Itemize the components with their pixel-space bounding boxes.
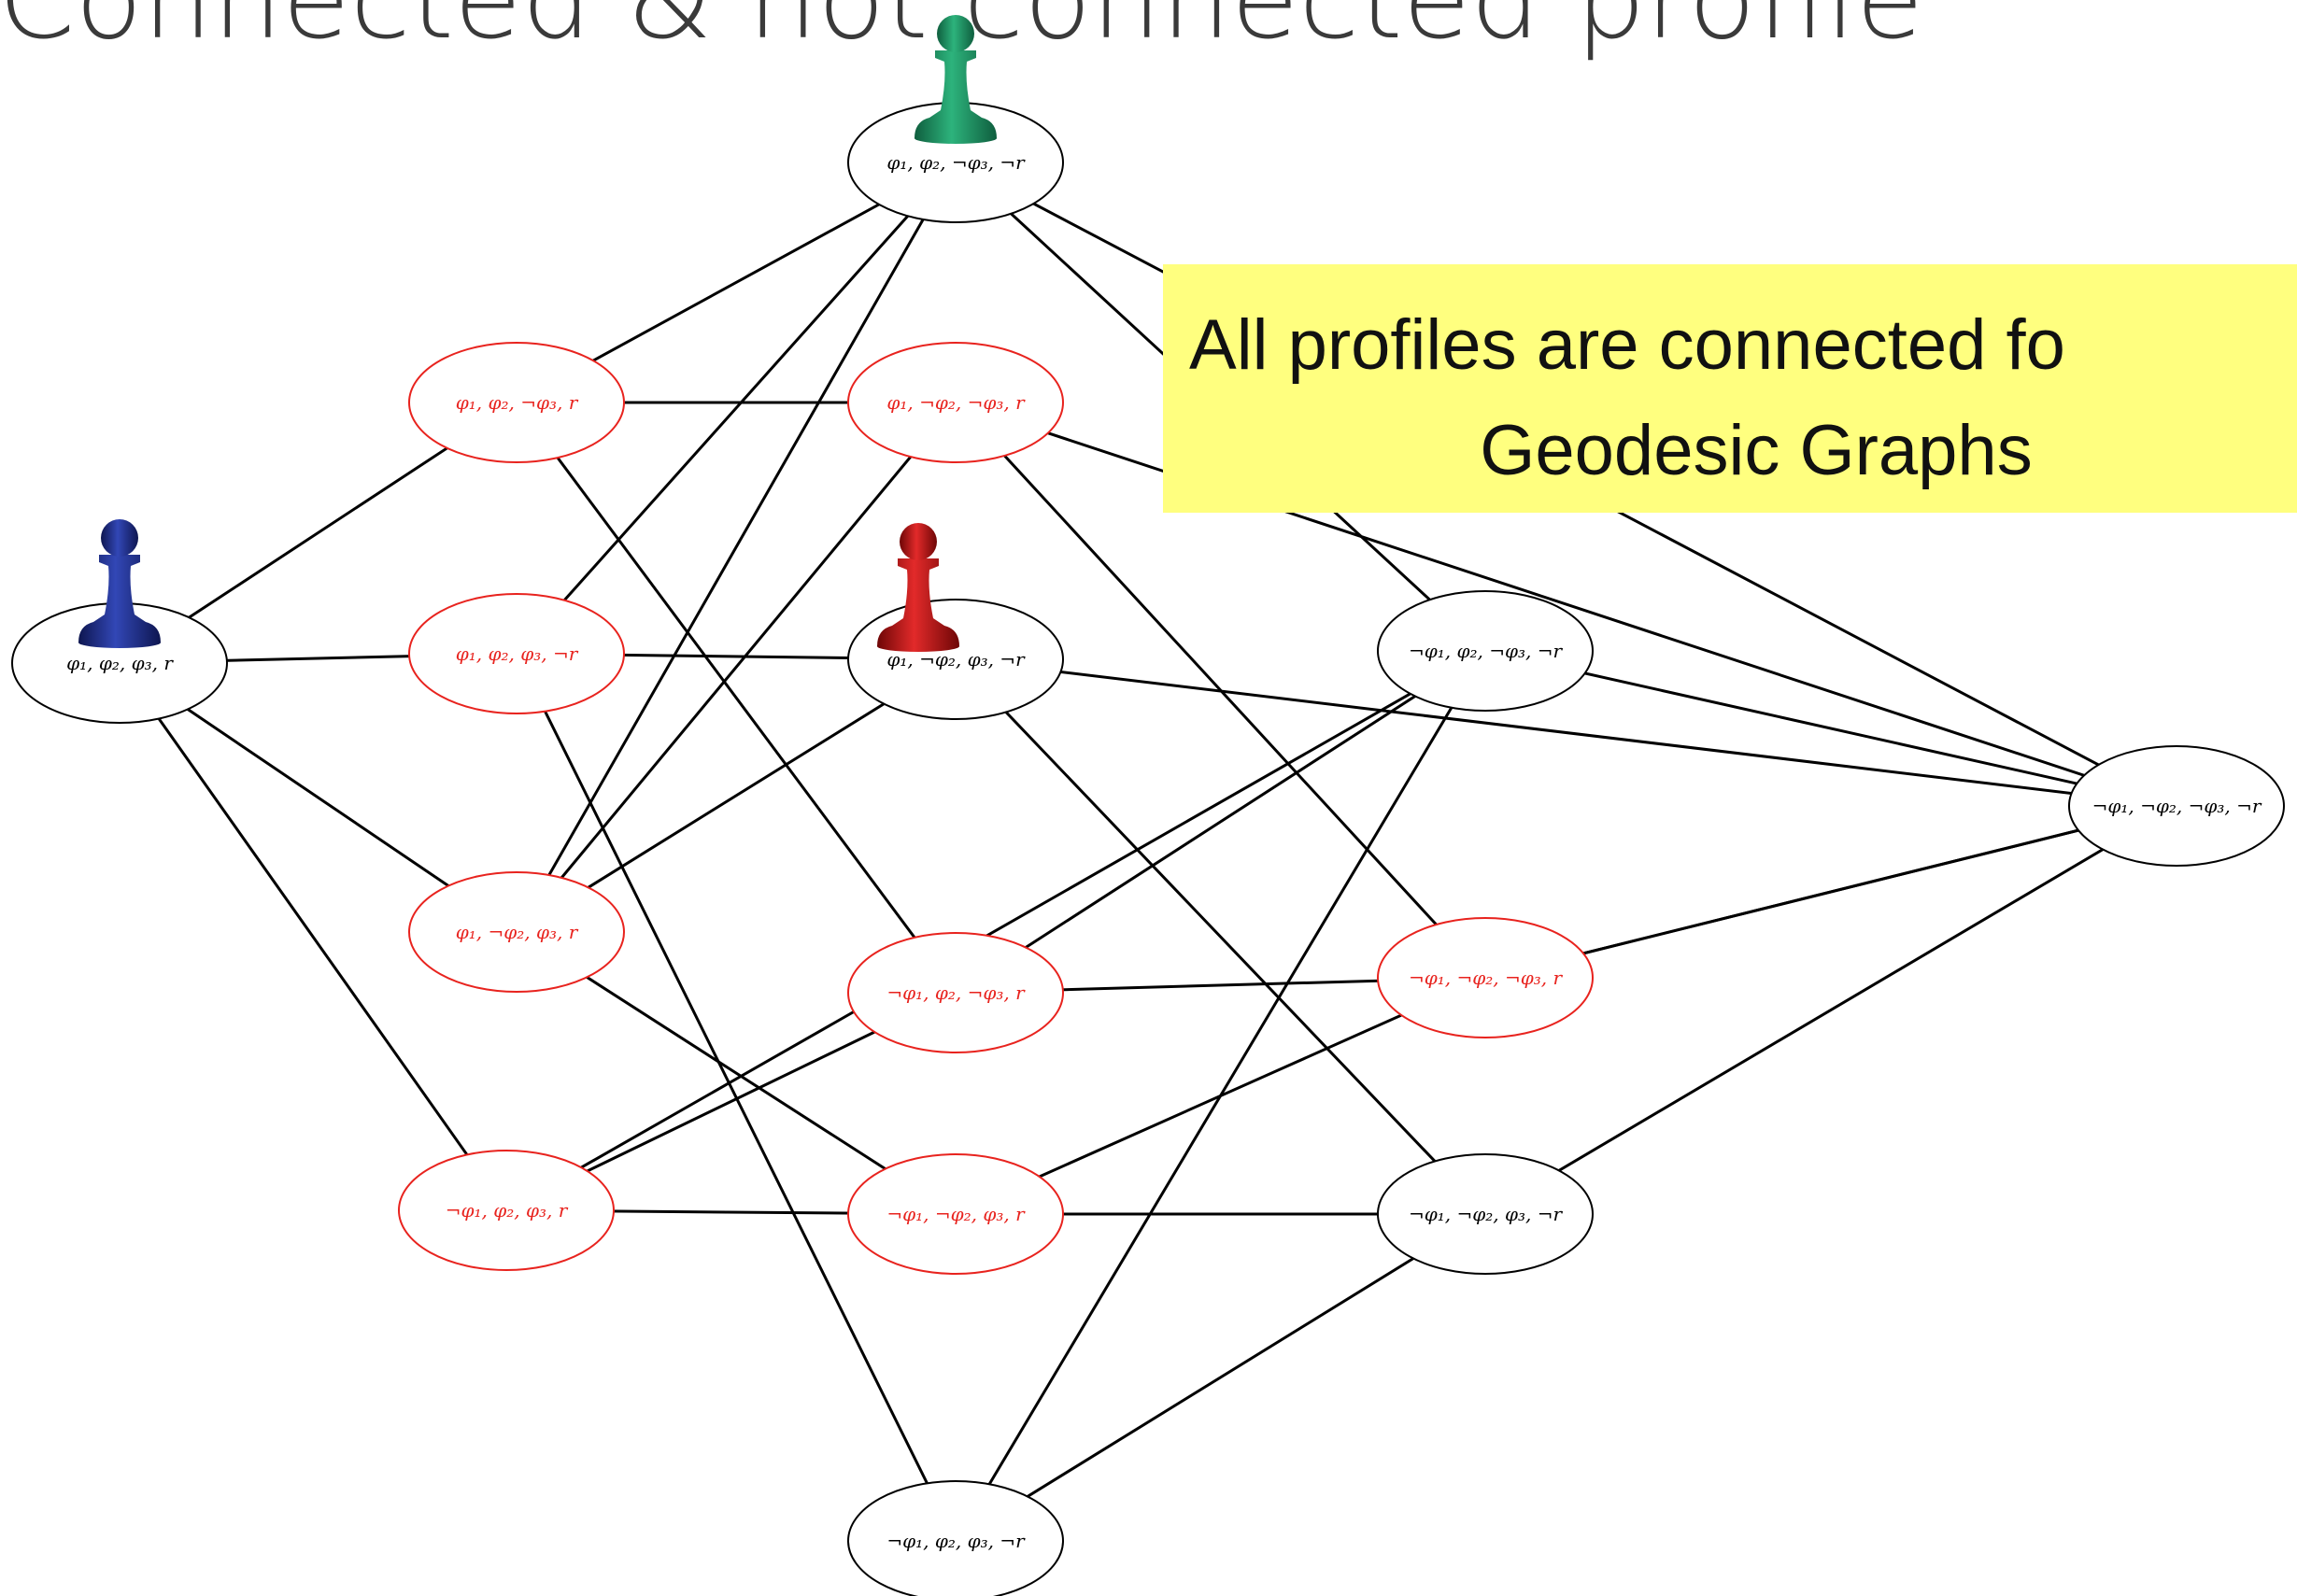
edge-n6-n9 (516, 657, 957, 934)
profile-node-n15: ¬φ₁, φ₂, φ₃, ¬r (847, 1480, 1064, 1596)
profile-node-n7: ¬φ₁, φ₂, ¬φ₃, ¬r (1377, 590, 1594, 712)
callout-line-2: Geodesic Graphs (1480, 411, 2032, 490)
profile-node-n10: ¬φ₁, φ₂, ¬φ₃, r (847, 932, 1064, 1053)
callout-line-1: All profiles are connected fo (1189, 305, 2065, 385)
profile-node-label: φ₁, φ₂, ¬φ₃, ¬r (886, 151, 1026, 174)
edge-n7-n8 (1484, 649, 2177, 808)
profile-node-label: ¬φ₁, ¬φ₂, φ₃, r (886, 1203, 1026, 1225)
profile-node-ellipse (398, 1150, 615, 1271)
profile-node-ellipse (1377, 590, 1594, 712)
edge-n4-n12 (118, 662, 508, 1211)
edge-n14-n15 (955, 1212, 1486, 1543)
edge-n5-n15 (515, 653, 957, 1542)
edge-n13-n11 (955, 976, 1486, 1216)
callout-background (1163, 264, 2297, 513)
edge-n3-n9 (515, 402, 957, 933)
edge-n5-n1 (515, 162, 957, 655)
profile-node-label: φ₁, φ₂, φ₃, r (66, 652, 174, 674)
green-pawn-icon (915, 15, 997, 144)
edge-n10-n7 (955, 649, 1486, 995)
profile-node-ellipse (408, 593, 625, 714)
profile-node-label: ¬φ₁, ¬φ₂, φ₃, ¬r (1409, 1203, 1563, 1225)
node-layer: φ₁, φ₂, ¬φ₃, ¬r φ₁, φ₂, ¬φ₃, r φ₁, ¬φ₂, ¬φ… (11, 102, 2285, 1596)
edge-n9-n13 (516, 930, 957, 1216)
profile-node-ellipse (1377, 917, 1594, 1038)
profile-node-n14: ¬φ₁, ¬φ₂, φ₃, ¬r (1377, 1153, 1594, 1275)
red-pawn-icon (877, 523, 959, 652)
edge-n6-n8 (955, 657, 2177, 808)
profile-node-label: φ₁, φ₂, φ₃, ¬r (456, 643, 579, 665)
profile-node-n8: ¬φ₁, ¬φ₂, ¬φ₃, ¬r (2068, 745, 2285, 867)
profile-node-n5: φ₁, φ₂, φ₃, ¬r (408, 593, 625, 714)
profile-node-n3: φ₁, ¬φ₂, ¬φ₃, r (847, 342, 1064, 463)
profile-node-ellipse (847, 1153, 1064, 1275)
callout-box: All profiles are connected fo Geodesic G… (1163, 264, 2297, 513)
profile-node-n11: ¬φ₁, ¬φ₂, ¬φ₃, r (1377, 917, 1594, 1038)
edge-n2-n10 (515, 402, 957, 994)
profile-node-label: φ₁, ¬φ₂, ¬φ₃, r (886, 391, 1026, 414)
profile-node-n9: φ₁, ¬φ₂, φ₃, r (408, 871, 625, 993)
profile-node-label: ¬φ₁, φ₂, φ₃, r (446, 1199, 569, 1222)
profile-node-label: ¬φ₁, φ₂, ¬φ₃, r (886, 982, 1026, 1004)
profile-node-ellipse (847, 342, 1064, 463)
profile-node-n1: φ₁, φ₂, ¬φ₃, ¬r (847, 102, 1064, 223)
profile-node-label: ¬φ₁, φ₂, φ₃, ¬r (886, 1530, 1026, 1552)
profile-node-ellipse (408, 871, 625, 993)
profile-node-label: ¬φ₁, ¬φ₂, ¬φ₃, r (1409, 967, 1563, 989)
profile-node-label: φ₁, φ₂, ¬φ₃, r (456, 391, 579, 414)
profile-node-ellipse (1377, 1153, 1594, 1275)
profile-node-ellipse (847, 1480, 1064, 1596)
profile-node-n13: ¬φ₁, ¬φ₂, φ₃, r (847, 1153, 1064, 1275)
edge-n1-n9 (515, 162, 957, 933)
profile-node-label: ¬φ₁, φ₂, ¬φ₃, ¬r (1409, 640, 1563, 662)
profile-node-n4: φ₁, φ₂, φ₃, r (11, 602, 228, 724)
profile-node-label: φ₁, ¬φ₂, φ₃, r (456, 921, 579, 943)
profile-node-ellipse (2068, 745, 2285, 867)
profile-node-ellipse (408, 342, 625, 463)
edge-n7-n12 (505, 649, 1486, 1212)
profile-node-label: φ₁, ¬φ₂, φ₃, ¬r (886, 648, 1026, 671)
profile-node-n6: φ₁, ¬φ₂, φ₃, ¬r (847, 599, 1064, 720)
blue-pawn-icon (78, 519, 161, 648)
profile-node-n2: φ₁, φ₂, ¬φ₃, r (408, 342, 625, 463)
profile-node-ellipse (847, 932, 1064, 1053)
edge-n11-n8 (1484, 804, 2177, 980)
profile-node-label: ¬φ₁, ¬φ₂, ¬φ₃, ¬r (2092, 795, 2262, 817)
edge-n6-n14 (954, 657, 1487, 1216)
edge-n8-n14 (1484, 804, 2177, 1216)
pawn-layer (78, 15, 997, 652)
edge-n3-n8 (955, 401, 2177, 808)
profile-node-n12: ¬φ₁, φ₂, φ₃, r (398, 1150, 615, 1271)
